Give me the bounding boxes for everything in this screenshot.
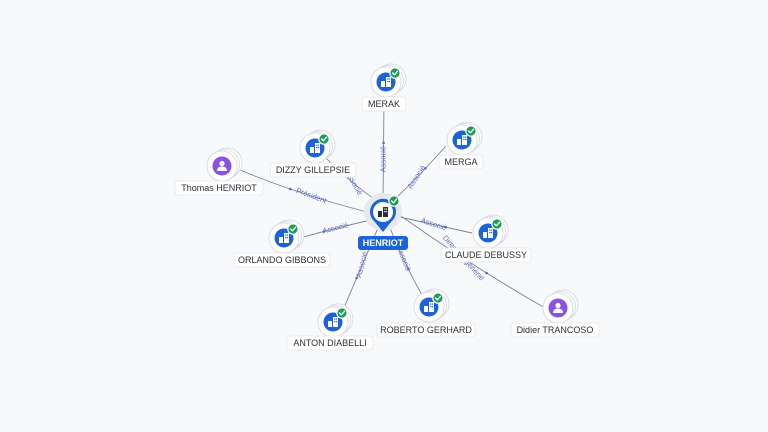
verified-check-icon — [465, 125, 477, 137]
verified-check-icon — [491, 218, 503, 230]
building-icon — [378, 207, 388, 217]
node-label-box — [361, 96, 407, 112]
node-label: ROBERTO GERHARD — [380, 325, 472, 335]
center-node[interactable]: HENRIOT — [358, 193, 408, 250]
node-label-box — [174, 180, 264, 196]
node-roberto[interactable]: ROBERTO GERHARD — [376, 288, 476, 338]
node-label: ANTON DIABELLI — [293, 338, 366, 348]
node-anton[interactable]: ANTON DIABELLI — [286, 303, 374, 351]
verified-check-icon — [318, 133, 330, 145]
node-didier[interactable]: Didier TRANCOSO — [510, 289, 600, 338]
edge-line — [389, 227, 423, 296]
node-thomas[interactable]: Thomas HENRIOT — [174, 147, 264, 196]
edge-claude: Associé — [394, 215, 473, 234]
node-label-box — [440, 247, 532, 263]
verified-check-icon — [287, 223, 299, 235]
building-icon — [424, 302, 434, 312]
building-icon — [310, 143, 320, 153]
node-claude[interactable]: CLAUDE DEBUSSY — [440, 214, 532, 263]
node-label: Didier TRANCOSO — [517, 325, 594, 335]
verified-check-icon — [389, 67, 401, 79]
node-label-box — [286, 335, 374, 351]
edge-arrow — [322, 230, 326, 233]
edge-label: Associé — [378, 146, 387, 172]
node-label: CLAUDE DEBUSSY — [445, 250, 527, 260]
node-dizzy[interactable]: DIZZY GILLEPSIE — [269, 129, 357, 178]
building-icon — [483, 228, 493, 238]
node-label-box — [510, 322, 600, 338]
building-icon — [328, 317, 338, 327]
edge-line — [239, 169, 372, 214]
edge-arrow — [424, 167, 427, 170]
edge-arrow — [485, 271, 488, 275]
building-icon — [381, 77, 391, 87]
verified-check-icon — [336, 307, 348, 319]
building-icon — [457, 135, 467, 145]
edge-merga: Associé — [391, 145, 447, 203]
edge-merak: Associé — [378, 99, 387, 203]
node-label: MERGA — [444, 157, 477, 167]
node-label: MERAK — [368, 99, 400, 109]
node-merga[interactable]: MERGA — [438, 121, 484, 170]
node-merak[interactable]: MERAK — [361, 63, 407, 112]
center-label-box — [358, 236, 408, 250]
node-label-box — [269, 162, 357, 178]
person-icon — [217, 160, 227, 171]
edge-line — [397, 213, 546, 309]
node-orlando[interactable]: ORLANDO GIBBONS — [233, 219, 331, 268]
edge-label: Associé — [321, 220, 349, 235]
edge-arrow — [407, 268, 410, 271]
edge-arrow — [289, 187, 292, 191]
edge-arrow — [355, 276, 358, 280]
verified-check-icon — [388, 195, 400, 207]
edge-label: Président — [295, 186, 329, 206]
edge-arrow — [382, 141, 385, 145]
node-label-box — [438, 154, 484, 170]
node-label: ORLANDO GIBBONS — [238, 255, 326, 265]
node-label: Thomas HENRIOT — [181, 183, 257, 193]
edge-label: Associé — [420, 216, 448, 233]
edge-line — [299, 219, 372, 239]
edge-label: Associé — [405, 164, 427, 191]
edge-arrow — [444, 225, 448, 229]
verified-check-icon — [432, 292, 444, 304]
center-label: HENRIOT — [363, 238, 404, 248]
edge-line — [382, 99, 385, 203]
person-icon — [553, 302, 563, 313]
edge-label: Associé — [354, 251, 369, 279]
node-label-box — [376, 322, 476, 338]
node-label: DIZZY GILLEPSIE — [276, 165, 350, 175]
building-icon — [279, 233, 289, 243]
node-label-box — [233, 252, 331, 268]
edge-orlando: Associé — [299, 219, 372, 239]
nodes-layer: MERAK MERGA DIZZY GILLEPSIE Thomas HENRIOT O… — [174, 63, 600, 351]
